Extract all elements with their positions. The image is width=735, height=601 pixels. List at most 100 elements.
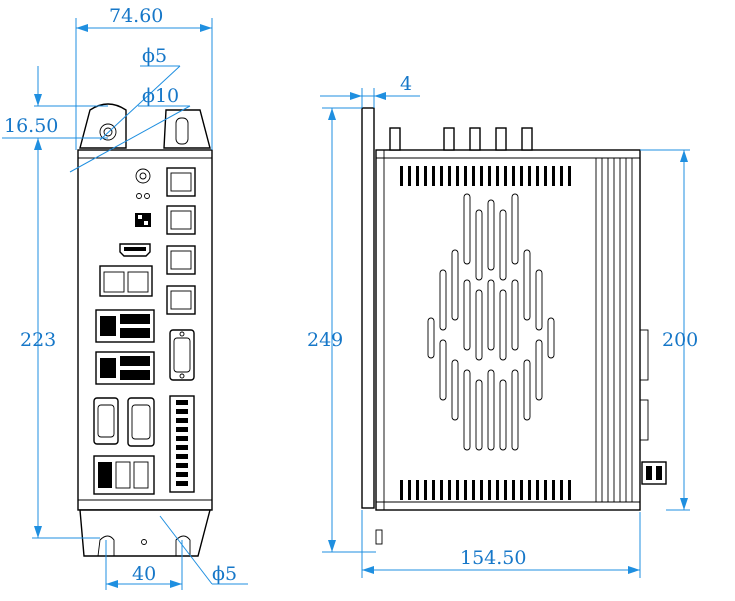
serial-port-right — [169, 329, 195, 381]
vent-top-slot-16 — [520, 166, 523, 186]
db9-port-inner — [97, 404, 115, 438]
db9-port — [93, 397, 119, 445]
vent-bottom-slot-15 — [512, 480, 515, 500]
diamond-slot-16 — [547, 317, 555, 359]
side-dimensions: 4 249 200 154.50 — [307, 73, 698, 578]
depth-arrow-left — [362, 566, 374, 574]
led-2 — [144, 193, 150, 199]
serial-port-right-inner — [173, 337, 191, 373]
vent-top-slot-22 — [568, 166, 571, 186]
overall-height-arrow-bottom — [328, 540, 336, 552]
vent-top-slot-12 — [488, 166, 491, 186]
diamond-slot-22 — [499, 379, 507, 451]
front-foot-plate — [79, 509, 211, 557]
foot-spacing-label: 40 — [132, 563, 156, 585]
height-arrow-bottom — [34, 526, 42, 538]
terminal-pin-1 — [176, 400, 188, 405]
diamond-slot-21 — [487, 369, 495, 451]
diamond-slot-9 — [475, 289, 483, 361]
vent-top-slot-7 — [448, 166, 451, 186]
dip-switch-key-2 — [144, 221, 148, 225]
diamond-slot-8 — [463, 279, 471, 351]
body-height-arrow-top — [680, 150, 688, 162]
vent-bottom-slot-16 — [520, 480, 523, 500]
vent-top-slot-3 — [416, 166, 419, 186]
usb-lan-block-1-usb-top — [120, 314, 150, 324]
hole-small-leader — [99, 65, 181, 141]
diamond-slot-12 — [511, 279, 519, 351]
side-connector-upper — [639, 329, 649, 381]
side-heatsink-fins — [595, 158, 633, 502]
dual-rj45-port — [99, 265, 153, 297]
diamond-slot-15 — [427, 317, 435, 359]
diamond-slot-1 — [463, 193, 471, 265]
vent-bottom-slot-12 — [488, 480, 491, 500]
usb-lan-block-2-usb-top — [120, 356, 150, 366]
rj45-port-4-inner — [170, 290, 192, 310]
terminal-pin-6 — [176, 445, 188, 450]
vent-bottom-slot-11 — [480, 480, 483, 500]
vent-bottom-slot-17 — [528, 480, 531, 500]
foot-center-hole — [141, 539, 147, 545]
hole-large-leader — [69, 105, 191, 173]
power-terminal-plug — [98, 462, 112, 488]
vent-bottom-slot-4 — [424, 480, 427, 500]
side-vent-diamond — [427, 193, 555, 451]
hdmi-port-inner — [124, 247, 146, 251]
depth-arrow-right — [628, 566, 640, 574]
vent-top-slot-5 — [432, 166, 435, 186]
side-antenna-3 — [469, 127, 481, 151]
vent-top-slot-21 — [560, 166, 563, 186]
diamond-slot-18 — [451, 359, 459, 421]
diamond-slot-19 — [463, 369, 471, 451]
top-offset-arrow — [34, 94, 42, 106]
diamond-slot-11 — [499, 289, 507, 361]
vent-bottom-slot-22 — [568, 480, 571, 500]
diamond-slot-24 — [523, 359, 531, 421]
vent-bottom-slot-6 — [440, 480, 443, 500]
hole-large-label: ϕ10 — [142, 85, 179, 107]
vent-top-slot-10 — [472, 166, 475, 186]
width-arrow-right — [200, 24, 212, 32]
diamond-slot-5 — [511, 193, 519, 265]
vent-top-slot-2 — [408, 166, 411, 186]
serial-port-right-screw-bottom — [179, 373, 185, 379]
dual-rj45-right — [127, 271, 149, 293]
width-label: 74.60 — [109, 5, 163, 27]
diamond-slot-25 — [535, 339, 543, 401]
side-view — [361, 107, 667, 545]
flange-arrow-right — [374, 92, 386, 100]
vent-bottom-slot-20 — [552, 480, 555, 500]
vga-port-inner — [131, 404, 151, 440]
side-flange-plate — [361, 107, 375, 509]
vent-top-slot-19 — [544, 166, 547, 186]
overall-height-label: 249 — [307, 329, 343, 351]
dual-rj45-left — [103, 271, 125, 293]
vent-bottom-slot-9 — [464, 480, 467, 500]
side-bottom-stub — [375, 529, 383, 545]
terminal-pin-9 — [176, 472, 188, 477]
depth-label: 154.50 — [460, 547, 526, 569]
terminal-pin-5 — [176, 436, 188, 441]
vent-bottom-slot-10 — [472, 480, 475, 500]
vent-top-slot-8 — [456, 166, 459, 186]
width-arrow-left — [76, 24, 88, 32]
vga-port — [127, 397, 155, 447]
rj45-column — [166, 167, 196, 315]
terminal-pin-3 — [176, 418, 188, 423]
flange-label: 4 — [400, 73, 412, 95]
diamond-slot-2 — [475, 209, 483, 281]
terminal-block-pins — [176, 400, 188, 486]
height-arrow-top — [34, 138, 42, 150]
terminal-pin-8 — [176, 463, 188, 468]
vent-top-slot-9 — [464, 166, 467, 186]
power-button — [135, 168, 151, 184]
diamond-slot-17 — [439, 339, 447, 401]
vent-top-slot-17 — [528, 166, 531, 186]
vent-bottom-slot-8 — [456, 480, 459, 500]
power-terminal-slot-1 — [115, 461, 131, 489]
foot-slot-right — [175, 535, 191, 556]
vent-bottom-slot-13 — [496, 480, 499, 500]
